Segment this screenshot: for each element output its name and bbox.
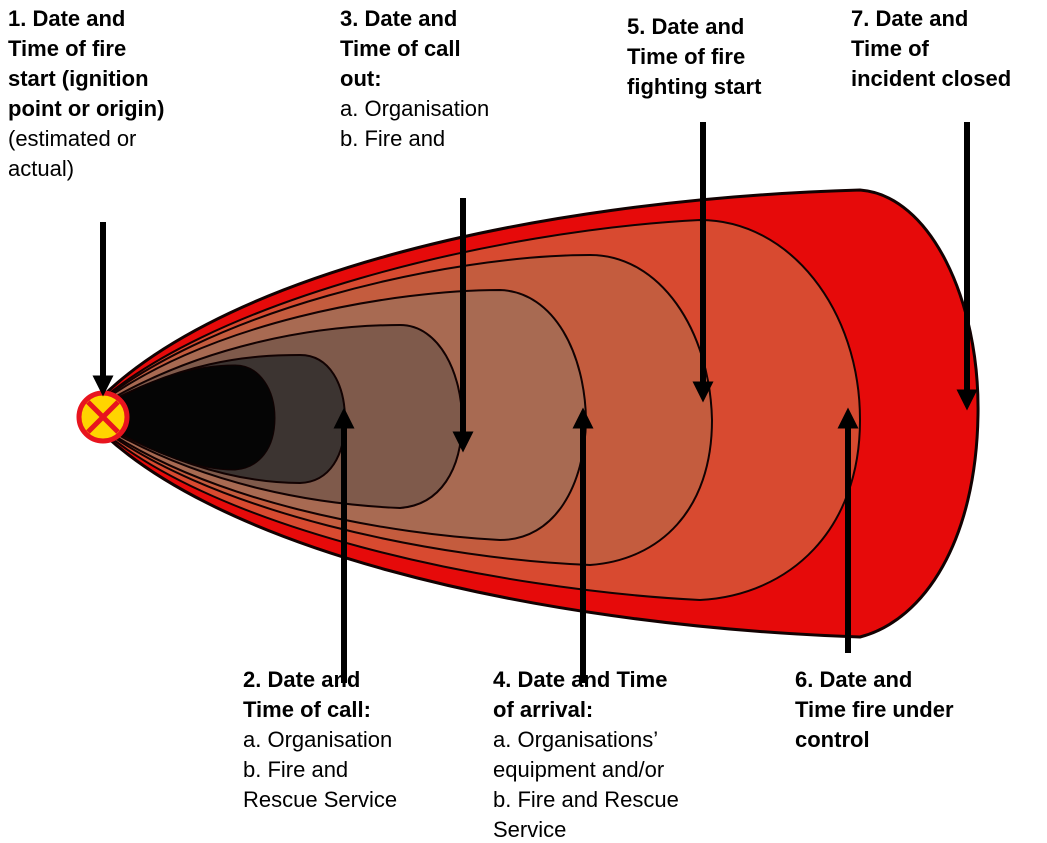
label-fire-start-item: (estimated or	[8, 124, 164, 154]
label-time-of-call-item: a. Organisation	[243, 725, 397, 755]
label-time-of-call-out: 3. Date and Time of call out: a. Organis…	[340, 4, 489, 154]
label-time-of-call-out-title: 3. Date and Time of call out:	[340, 4, 489, 94]
label-time-of-call-out-item: a. Organisation	[340, 94, 489, 124]
label-fire-start: 1. Date and Time of fire start (ignition…	[8, 4, 164, 184]
label-fire-under-control: 6. Date and Time fire under control	[795, 665, 954, 755]
label-time-of-call-item: b. Fire and	[243, 755, 397, 785]
label-fire-fighting-start: 5. Date and Time of fire fighting start	[627, 12, 761, 102]
label-time-of-arrival-item: b. Fire and Rescue	[493, 785, 679, 815]
label-time-of-call-item: Rescue Service	[243, 785, 397, 815]
label-fire-fighting-start-title: 5. Date and Time of fire fighting start	[627, 12, 761, 102]
label-time-of-arrival-item: a. Organisations’	[493, 725, 679, 755]
label-incident-closed-title: 7. Date and Time of incident closed	[851, 4, 1011, 94]
label-time-of-arrival-title: 4. Date and Time of arrival:	[493, 665, 679, 725]
ignition-point-icon	[79, 393, 127, 441]
label-fire-start-item: actual)	[8, 154, 164, 184]
label-fire-start-title: 1. Date and Time of fire start (ignition…	[8, 4, 164, 124]
label-incident-closed: 7. Date and Time of incident closed	[851, 4, 1011, 94]
label-time-of-call-title: 2. Date and Time of call:	[243, 665, 397, 725]
label-time-of-arrival-item: equipment and/or	[493, 755, 679, 785]
label-time-of-call-out-item: b. Fire and	[340, 124, 489, 154]
label-time-of-arrival: 4. Date and Time of arrival: a. Organisa…	[493, 665, 679, 843]
label-time-of-call: 2. Date and Time of call: a. Organisatio…	[243, 665, 397, 815]
label-time-of-arrival-item: Service	[493, 815, 679, 843]
label-fire-under-control-title: 6. Date and Time fire under control	[795, 665, 954, 755]
